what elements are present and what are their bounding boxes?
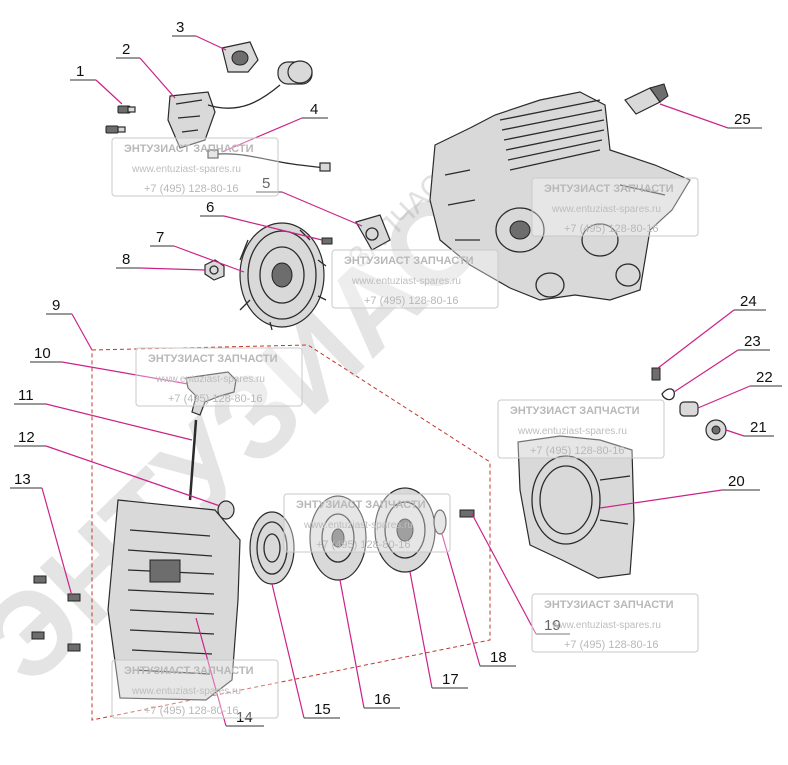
part-rope-pulley <box>309 495 367 581</box>
watermark-brand: ЭНТУЗИАСТ ЗАПЧАСТИ <box>296 499 426 511</box>
watermark-site: www.entuziast-spares.ru <box>551 204 661 215</box>
watermark-phone: +7 (495) 128-80-16 <box>564 639 658 651</box>
watermark-phone: +7 (495) 128-80-16 <box>316 539 410 551</box>
callout-23: 23 <box>744 333 761 350</box>
watermark-phone: +7 (495) 128-80-16 <box>364 295 458 307</box>
callout-6: 6 <box>206 199 214 216</box>
part-stop-wire <box>207 149 331 172</box>
callout-10: 10 <box>34 345 51 362</box>
watermark-stamp: ЭНТУЗИАСТ ЗАПЧАСТИ www.entuziast-spares.… <box>531 593 699 653</box>
watermark-site: www.entuziast-spares.ru <box>131 164 241 175</box>
part-engine-crankcase <box>429 91 691 301</box>
callout-19: 19 <box>544 617 561 634</box>
watermark-brand: ЭНТУЗИАСТ ЗАПЧАСТИ <box>510 405 640 417</box>
watermark-site: www.entuziast-spares.ru <box>303 520 413 531</box>
callout-20: 20 <box>728 473 745 490</box>
callout-25: 25 <box>734 111 751 128</box>
callout-3: 3 <box>176 19 184 36</box>
watermark-stamp: ЭНТУЗИАСТ ЗАПЧАСТИ www.entuziast-spares.… <box>135 347 303 407</box>
watermark-brand: ЭНТУЗИАСТ ЗАПЧАСТИ <box>344 255 474 267</box>
part-spark-plug-cap <box>221 41 259 73</box>
part-flywheel <box>239 222 327 331</box>
watermark-stamp: ЭНТУЗИАСТ ЗАПЧАСТИ www.entuziast-spares.… <box>497 399 665 459</box>
part-recoil-spring <box>249 511 295 585</box>
callout-5: 5 <box>262 175 270 192</box>
watermark-site: www.entuziast-spares.ru <box>351 276 461 287</box>
part-screw-6 <box>321 237 333 245</box>
callout-24: 24 <box>740 293 757 310</box>
part-starter-housing <box>107 499 241 701</box>
callout-4: 4 <box>310 101 318 118</box>
watermark-site: www.entuziast-spares.ru <box>131 686 241 697</box>
watermark-brand: ЭНТУЗИАСТ ЗАПЧАСТИ <box>124 143 254 155</box>
callout-13: 13 <box>14 471 31 488</box>
watermark-brand: ЭНТУЗИАСТ ЗАПЧАСТИ <box>544 599 674 611</box>
watermark-brand: ЭНТУЗИАСТ ЗАПЧАСТИ <box>544 183 674 195</box>
callout-18: 18 <box>490 649 507 666</box>
part-starter-rope <box>188 419 198 501</box>
callout-17: 17 <box>442 671 459 688</box>
part-clip-23 <box>661 388 675 401</box>
watermark-brand: ЭНТУЗИАСТ ЗАПЧАСТИ <box>148 353 278 365</box>
callout-8: 8 <box>122 251 130 268</box>
part-spark-plug <box>624 83 669 115</box>
watermark-phone: +7 (495) 128-80-16 <box>144 705 238 717</box>
watermark-stamp: ЭНТУЗИАСТ ЗАПЧАСТИ www.entuziast-spares.… <box>531 177 699 237</box>
watermark-phone: +7 (495) 128-80-16 <box>564 223 658 235</box>
callout-7: 7 <box>156 229 164 246</box>
watermark-site: www.entuziast-spares.ru <box>155 374 265 385</box>
part-starter-handle <box>185 371 237 416</box>
callout-11: 11 <box>18 387 34 404</box>
part-screws-13 <box>31 575 81 652</box>
part-screw-24 <box>651 367 661 381</box>
watermark-phone: +7 (495) 128-80-16 <box>530 445 624 457</box>
part-bushing-22 <box>679 401 699 417</box>
callout-2: 2 <box>122 41 130 58</box>
part-nut <box>204 259 225 281</box>
part-plate <box>355 214 391 251</box>
callout-15: 15 <box>314 701 331 718</box>
callout-22: 22 <box>756 369 773 386</box>
part-rope-drum <box>374 487 436 573</box>
callout-21: 21 <box>750 419 767 436</box>
part-screws-1 <box>105 105 136 134</box>
watermark-site: www.entuziast-spares.ru <box>517 426 627 437</box>
starter-group-frame <box>91 344 491 721</box>
part-cap-21 <box>705 419 727 441</box>
watermark-stamp: ЭНТУЗИАСТ ЗАПЧАСТИ www.entuziast-spares.… <box>283 493 451 553</box>
part-screw-19 <box>459 509 475 518</box>
watermark-stamp: ЭНТУЗИАСТ ЗАПЧАСТИ www.entuziast-spares.… <box>111 659 279 719</box>
watermark-stamp: ЭНТУЗИАСТ ЗАПЧАСТИ www.entuziast-spares.… <box>331 249 499 309</box>
callout-12: 12 <box>18 429 35 446</box>
watermark-phone: +7 (495) 128-80-16 <box>168 393 262 405</box>
watermark-stamp: ЭНТУЗИАСТ ЗАПЧАСТИ www.entuziast-spares.… <box>111 137 279 197</box>
callout-16: 16 <box>374 691 391 708</box>
watermark-phone: +7 (495) 128-80-16 <box>144 183 238 195</box>
watermark-site: www.entuziast-spares.ru <box>551 620 661 631</box>
callout-1: 1 <box>76 63 84 80</box>
part-fan-housing <box>517 435 635 579</box>
watermark-brand: ЭНТУЗИАСТ ЗАПЧАСТИ <box>124 665 254 677</box>
callout-9: 9 <box>52 297 60 314</box>
part-rope-grommet <box>217 500 235 520</box>
part-washer <box>433 509 447 535</box>
part-ignition-coil <box>167 60 313 149</box>
